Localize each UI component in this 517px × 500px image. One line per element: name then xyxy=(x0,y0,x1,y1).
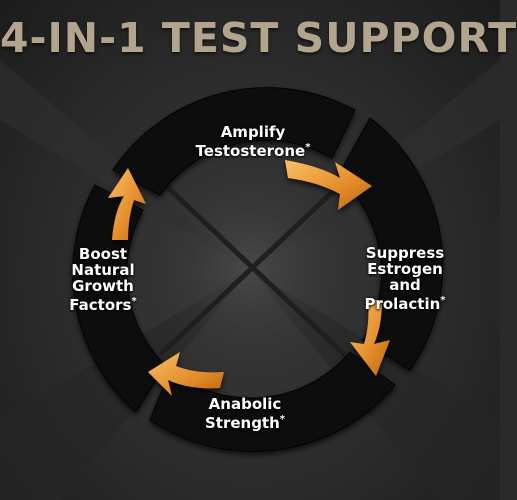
step-line: Estrogen xyxy=(367,260,443,278)
step-line: Anabolic xyxy=(208,395,282,413)
page-title: 4-IN-1 TEST SUPPORT xyxy=(0,14,517,62)
arrow-top-right-icon xyxy=(285,160,372,210)
step-line: Boost xyxy=(78,245,128,263)
step-anabolic-strength: Anabolic Strength* xyxy=(180,396,310,431)
step-amplify-testosterone: Amplify Testosterone* xyxy=(160,124,346,159)
step-line: Growth xyxy=(72,277,134,295)
step-line: Factors* xyxy=(69,296,137,314)
center-x-line xyxy=(158,178,347,357)
step-line: Suppress xyxy=(365,244,445,262)
arrow-right-down-icon xyxy=(350,300,390,376)
ring-segment-bottom xyxy=(149,351,396,452)
step-line: Testosterone* xyxy=(195,142,311,160)
step-boost-growth-factors: Boost Natural Growth Factors* xyxy=(44,246,162,313)
ring-segment-top xyxy=(112,87,356,196)
cycle-ring xyxy=(72,87,444,452)
ring-segment-left xyxy=(72,184,166,413)
step-line: and xyxy=(389,276,421,294)
step-line: Amplify xyxy=(220,123,286,141)
arrow-left-up-icon xyxy=(108,168,146,240)
step-line: Prolactin* xyxy=(364,295,446,313)
step-suppress-estrogen: Suppress Estrogen and Prolactin* xyxy=(340,245,470,312)
arrow-bottom-left-icon xyxy=(148,352,224,396)
step-line: Natural xyxy=(71,261,135,279)
step-line: Strength* xyxy=(204,414,286,432)
